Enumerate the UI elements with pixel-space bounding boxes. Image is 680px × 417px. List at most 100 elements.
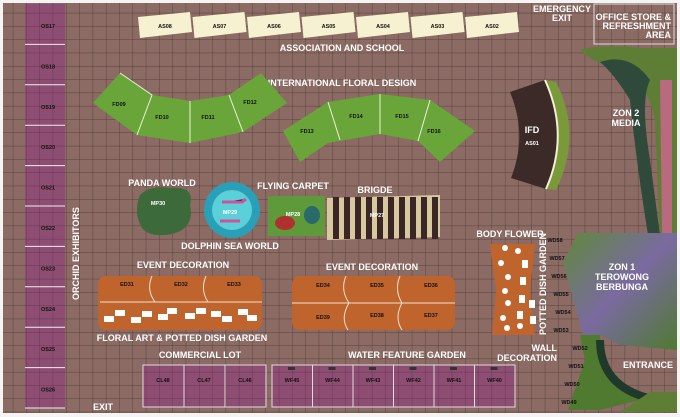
floral-design-right (283, 94, 475, 162)
dolphin-lot: MP29 (223, 210, 237, 216)
association-lot (465, 12, 519, 38)
display-pot (504, 325, 510, 331)
display-block (104, 316, 114, 322)
event-lot: ED39 (316, 315, 330, 321)
dolphin-label: DOLPHIN SEA WORLD (181, 241, 279, 251)
floral-design-left (93, 72, 287, 143)
water-feature-lot: WF41 (447, 378, 462, 384)
bridge-plank (355, 197, 361, 239)
display-pot (502, 245, 508, 251)
flying-carpet-label: FLYING CARPET (257, 181, 329, 191)
wall-decoration-lot: WD50 (564, 382, 579, 388)
association-lot (138, 12, 192, 38)
floral-design-lot: FD10 (155, 115, 168, 121)
event-lot: ED35 (370, 283, 384, 289)
ifd-area: IFD AS01 (510, 79, 570, 190)
lot-label: AS05 (322, 24, 336, 30)
display-pot (515, 248, 521, 254)
display-block (517, 311, 523, 319)
display-pot (517, 323, 523, 329)
orchid-lot: OS23 (41, 266, 55, 272)
body-flower-area (490, 244, 535, 335)
commercial-lot-label: COMMERCIAL LOT (159, 350, 242, 360)
lot-marker (409, 367, 417, 370)
display-block (115, 310, 125, 316)
wall-decoration-lot: WD55 (553, 292, 568, 298)
event-lot: ED38 (370, 313, 384, 319)
water-feature-lot: WF42 (406, 378, 421, 384)
display-pot (498, 260, 504, 266)
orchid-lot: OS21 (41, 186, 55, 192)
display-block (211, 311, 221, 317)
orchid-exhibitors-column: OS17OS18OS19OS20OS21OS22OS23OS24OS25OS26… (25, 4, 81, 409)
panda-world-lot: MP30 (151, 201, 165, 207)
wall-decoration-lot: WD56 (551, 274, 566, 280)
display-pot (500, 315, 506, 321)
water-feature-label: WATER FEATURE GARDEN (348, 350, 466, 360)
bridge: MP27 BRIGDE (327, 185, 440, 240)
lot-marker (288, 367, 295, 370)
display-block (222, 316, 232, 322)
orchid-lot: OS24 (41, 307, 56, 313)
commercial-lot-area (142, 364, 267, 408)
display-block (142, 311, 152, 317)
floral-art-label: FLORAL ART & POTTED DISH GARDEN (97, 333, 268, 343)
ifd-label: IFD (525, 125, 540, 135)
floral-design-lot: FD11 (201, 115, 214, 121)
lot-label: AS04 (376, 24, 391, 30)
lot-label: AS07 (213, 24, 227, 30)
wall-decoration-lot: WD54 (555, 310, 571, 316)
lot-label: AS06 (267, 24, 281, 30)
exit-label: EXIT (93, 402, 114, 412)
display-block (247, 315, 257, 321)
panda-world: PANDA WORLD MP30 (128, 178, 196, 236)
office-store-box (593, 3, 675, 45)
event-lot: ED37 (424, 313, 438, 319)
bridge-plank (377, 197, 383, 239)
orchid-lot: OS19 (41, 105, 55, 111)
orchid-lot: OS25 (41, 347, 55, 353)
orchid-lot: OS20 (41, 145, 55, 151)
floral-design-lot: FD14 (349, 114, 363, 120)
flying-carpet: MP28 FLYING CARPET (257, 181, 329, 236)
lot-label: AS02 (485, 24, 499, 30)
wall-decoration-lot: WD52 (572, 346, 587, 352)
association-label: ASSOCIATION AND SCHOOL (280, 43, 405, 53)
bridge-plank (432, 197, 438, 239)
display-block (185, 313, 195, 319)
display-block (529, 300, 535, 308)
display-pot (505, 274, 511, 280)
association-lot (301, 12, 356, 38)
display-block (131, 317, 141, 323)
body-flower-label: BODY FLOWER (476, 229, 544, 239)
dolphin-sea-world: MP29 DOLPHIN SEA WORLD (181, 182, 279, 251)
zone1-garden (563, 233, 677, 412)
floral-design-lot: FD15 (395, 114, 408, 120)
event-lot: ED34 (316, 283, 331, 289)
bridge-label: BRIGDE (357, 185, 392, 195)
display-pot (502, 288, 508, 294)
display-block (238, 309, 248, 315)
association-lot (410, 12, 465, 38)
floral-design-label: INTERNATIONAL FLORAL DESIGN (268, 78, 417, 88)
event-lot: ED36 (424, 283, 438, 289)
display-block (530, 316, 536, 324)
wall-decoration-lot: WD53 (553, 328, 568, 334)
orchid-lot: OS17 (41, 24, 55, 30)
floral-design-lot: FD16 (427, 129, 440, 135)
panda-world-label: PANDA WORLD (128, 178, 196, 188)
orchid-lot: OS18 (41, 64, 55, 70)
lot-label: AS03 (431, 24, 445, 30)
wall-decoration-lot: WD49 (561, 400, 576, 406)
display-block (520, 277, 526, 285)
bridge-plank (366, 197, 372, 239)
association-lot (356, 12, 410, 38)
display-block (158, 314, 168, 320)
wall-decoration-lot: WD58 (547, 238, 562, 244)
entrance-label: ENTRANCE (623, 360, 673, 370)
bridge-plank (399, 197, 405, 239)
